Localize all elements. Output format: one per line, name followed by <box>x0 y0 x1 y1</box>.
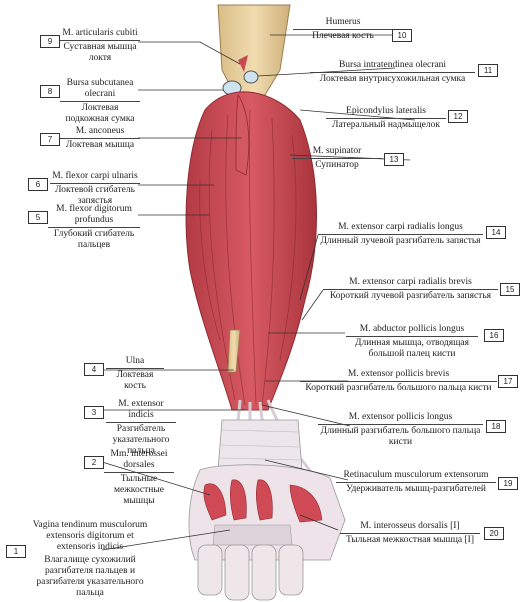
label-number-17: 17 <box>498 375 518 388</box>
latin-name: M. extensor indicis <box>106 399 176 423</box>
intratendinous-bursa <box>243 70 259 84</box>
latin-name: M. supinator <box>292 146 382 159</box>
label-number-15: 15 <box>500 283 520 296</box>
russian-name: Локтевая кость <box>116 370 154 391</box>
label-number-13: 13 <box>384 153 404 166</box>
forearm-muscles <box>185 91 317 411</box>
label-number-18: 18 <box>486 420 506 433</box>
russian-name: Суставная мышца локтя <box>63 42 137 63</box>
latin-name: M. anconeus <box>60 126 140 139</box>
label-number-4: 4 <box>84 363 104 376</box>
label-interossei-dorsales: Mm. interossei dorsales Тыльные межкостн… <box>104 449 174 507</box>
latin-name: M. extensor carpi radialis brevis <box>323 277 498 290</box>
label-epicondylus-lateralis: Epicondylus lateralis Латеральный надмыщ… <box>326 106 446 131</box>
russian-name: Локтевая подкожная сумка <box>65 103 135 124</box>
russian-name: Влагалище сухожилий разгибателя пальцев … <box>36 555 144 598</box>
label-extensor-pollicis-longus: M. extensor pollicis longus Длинный разг… <box>318 412 483 448</box>
label-number-10: 10 <box>392 29 412 42</box>
latin-name: Humerus <box>293 17 393 30</box>
label-extensor-pollicis-brevis: M. extensor pollicis brevis Короткий раз… <box>300 369 497 394</box>
russian-name: Тыльные межкостные мышцы <box>114 474 164 506</box>
russian-name: Короткий разгибатель большого пальца кис… <box>305 383 492 393</box>
label-number-7: 7 <box>40 133 60 146</box>
russian-name: Латеральный надмыщелок <box>332 120 440 130</box>
label-flexor-carpi-ulnaris: M. flexor carpi ulnaris Локтевой сгибате… <box>50 171 140 207</box>
label-extensor-indicis: M. extensor indicis Разгибатель указател… <box>106 399 176 457</box>
label-flexor-digitorum-profundus: M. flexor digitorum profundus Глубокий с… <box>48 204 140 251</box>
russian-name: Локтевой сгибатель запястья <box>55 185 135 206</box>
latin-name: M. extensor pollicis brevis <box>300 369 497 382</box>
latin-name: Retinaculum musculorum extensorum <box>336 470 496 483</box>
latin-name: M. abductor pollicis longus <box>346 324 478 337</box>
label-number-2: 2 <box>84 456 104 469</box>
label-humerus: Humerus Плечевая кость <box>293 17 393 42</box>
label-number-3: 3 <box>84 406 104 419</box>
label-ulna: Ulna Локтевая кость <box>106 356 164 392</box>
russian-name: Удерживатель мышц-разгибателей <box>346 484 486 494</box>
interosseous-muscle <box>203 483 227 521</box>
latin-name: M. interosseus dorsalis [I] <box>340 521 480 534</box>
label-number-16: 16 <box>484 329 504 342</box>
ulna-bone <box>227 329 241 373</box>
label-interosseus-dorsalis-1: M. interosseus dorsalis [I] Тыльная межк… <box>340 521 480 546</box>
label-number-6: 6 <box>28 178 48 191</box>
label-bursa-subcutanea: Bursa subcutanea olecrani Локтевая подко… <box>60 78 140 125</box>
russian-name: Локтевая внутрисухожильная сумка <box>319 74 466 84</box>
russian-name: Локтевая мышца <box>65 140 135 150</box>
latin-name: Bursa intratendinea olecrani <box>310 60 475 73</box>
label-retinaculum: Retinaculum musculorum extensorum Удержи… <box>336 470 496 495</box>
label-anconeus: M. anconeus Локтевая мышца <box>60 126 140 151</box>
humerus-bone <box>217 4 291 96</box>
latin-name: M. extensor pollicis longus <box>318 412 483 425</box>
label-vagina-tendinum: Vagina tendinum musculorum extensoris di… <box>28 520 152 599</box>
label-articularis-cubiti: M. articularis cubiti Суставная мышца ло… <box>60 28 140 64</box>
russian-name: Глубокий сгибатель пальцев <box>53 229 135 250</box>
russian-name: Длинная мышца, отводящая большой палец к… <box>355 338 469 359</box>
label-number-20: 20 <box>484 527 504 540</box>
label-number-19: 19 <box>498 477 518 490</box>
russian-name: Длинный лучевой разгибатель запястья <box>320 236 481 246</box>
latin-name: M. flexor digitorum profundus <box>48 204 140 228</box>
latin-name: M. flexor carpi ulnaris <box>50 171 140 184</box>
latin-name: Ulna <box>106 356 164 369</box>
latin-name: M. extensor carpi radialis longus <box>318 222 483 235</box>
latin-name: Mm. interossei dorsales <box>104 449 174 473</box>
latin-name: Epicondylus lateralis <box>326 106 446 119</box>
russian-name: Супинатор <box>315 160 359 170</box>
label-number-9: 9 <box>40 35 60 48</box>
label-number-5: 5 <box>28 211 48 224</box>
label-abductor-pollicis-longus: M. abductor pollicis longus Длинная мышц… <box>346 324 478 360</box>
label-supinator: M. supinator Супинатор <box>292 146 382 171</box>
latin-name: Vagina tendinum musculorum extensoris di… <box>32 520 148 552</box>
latin-name: M. articularis cubiti <box>60 28 140 41</box>
label-extensor-carpi-radialis-brevis: M. extensor carpi radialis brevis Коротк… <box>323 277 498 302</box>
russian-name: Короткий лучевой разгибатель запястья <box>329 291 492 301</box>
label-number-1: 1 <box>6 545 26 558</box>
label-number-8: 8 <box>40 85 60 98</box>
label-bursa-intratendinea: Bursa intratendinea olecrani Локтевая вн… <box>310 60 475 85</box>
label-number-12: 12 <box>448 110 468 123</box>
russian-name: Разгибатель указательного пальца <box>112 424 170 456</box>
russian-name: Тыльная межкостная мышца [I] <box>345 535 475 545</box>
label-number-11: 11 <box>478 64 498 77</box>
label-number-14: 14 <box>486 226 506 239</box>
russian-name: Плечевая кость <box>312 31 374 41</box>
russian-name: Длинный разгибатель большого пальца кист… <box>320 426 481 447</box>
latin-name: Bursa subcutanea olecrani <box>60 78 140 102</box>
label-extensor-carpi-radialis-longus: M. extensor carpi radialis longus Длинны… <box>318 222 483 247</box>
